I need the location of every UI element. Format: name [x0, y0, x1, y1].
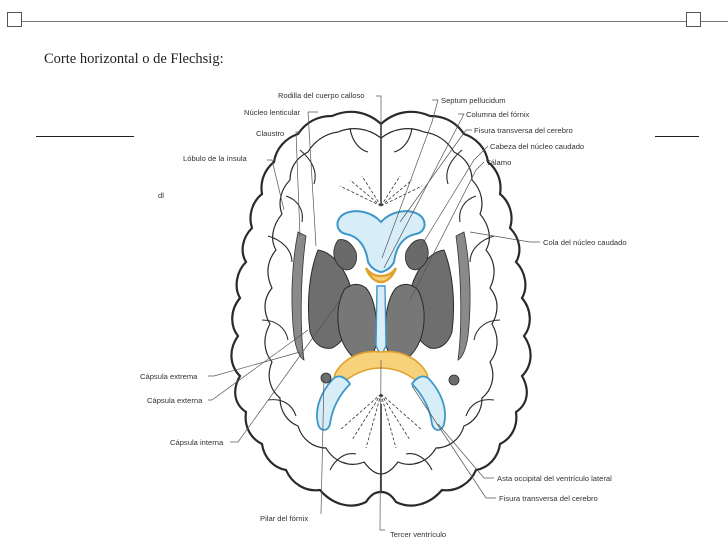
label-fisura-transversa-superior: Fisura transversa del cerebro — [474, 126, 573, 135]
label-capsula-extrema: Cápsula extrema — [140, 372, 198, 381]
label-claustro: Claustro — [256, 129, 284, 138]
label-lobulo-insula: Lóbulo de la ínsula — [183, 154, 248, 163]
underline-left — [36, 136, 134, 137]
fiber-dashes — [339, 175, 423, 452]
claustrum-right — [455, 231, 471, 361]
caudate-head-right — [405, 239, 429, 271]
faded-mark: dl — [158, 191, 164, 200]
label-pilar-fornix: Pilar del fórnix — [260, 514, 308, 523]
label-rodilla-cuerpo-calloso: Rodilla del cuerpo calloso — [278, 91, 365, 100]
lateral-ventricle-anterior-horns — [336, 210, 426, 274]
fornix-column — [364, 267, 398, 284]
label-talamo: Tálamo — [486, 158, 511, 167]
label-asta-occipital: Asta occipital del ventrículo lateral — [497, 474, 612, 483]
leader-lines — [208, 95, 540, 531]
small-nucleus-left — [320, 372, 332, 384]
header-square-left — [7, 12, 22, 27]
claustrum-left — [291, 231, 307, 361]
header-square-right — [686, 12, 701, 27]
header-rule-left — [22, 21, 686, 22]
slide-title: Corte horizontal o de Flechsig: — [44, 51, 224, 67]
underline-right — [655, 136, 699, 137]
lateral-ventricle-posterior-horn-left — [316, 375, 352, 431]
label-cola-nucleo-caudado: Cola del núcleo caudado — [543, 238, 627, 247]
label-columna-fornix: Columna del fórnix — [466, 110, 530, 119]
header-rule-right — [701, 21, 728, 22]
label-cabeza-nucleo-caudado: Cabeza del núcleo caudado — [490, 142, 584, 151]
third-ventricle — [375, 285, 387, 358]
small-nucleus-right — [448, 374, 460, 386]
lateral-ventricle-posterior-horn-right — [410, 375, 446, 431]
label-capsula-externa: Cápsula externa — [147, 396, 203, 405]
label-fisura-transversa-inferior: Fisura transversa del cerebro — [499, 494, 598, 503]
label-nucleo-lenticular: Núcleo lenticular — [244, 108, 301, 117]
label-septum-pellucidum: Septum pellucidum — [441, 96, 506, 105]
label-tercer-ventriculo: Tercer ventrículo — [390, 530, 446, 539]
sulci — [261, 127, 501, 471]
caudate-head-left — [333, 239, 357, 271]
label-capsula-interna: Cápsula interna — [170, 438, 224, 447]
